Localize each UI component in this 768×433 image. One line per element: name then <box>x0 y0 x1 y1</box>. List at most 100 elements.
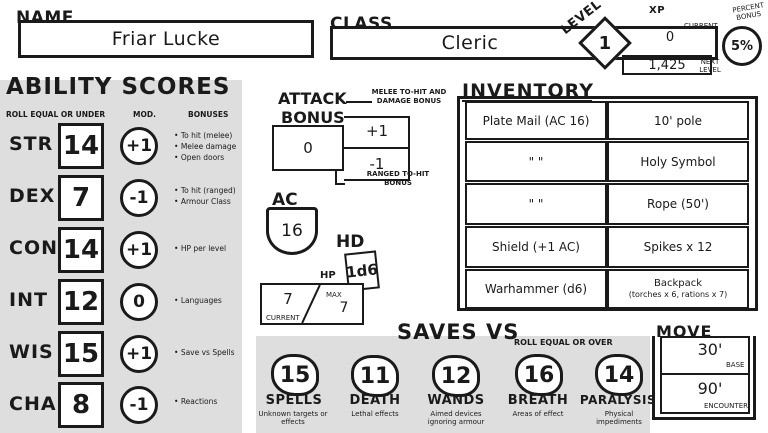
bonus-item: • Languages <box>174 296 222 305</box>
level-value: 1 <box>598 32 612 54</box>
move-frame <box>652 336 756 420</box>
xp-next-label: Next Level <box>699 58 721 75</box>
hp-label: HP <box>320 270 336 281</box>
inventory-slot[interactable]: " " <box>465 183 607 225</box>
class-field-extension <box>608 26 718 60</box>
hp-current-field[interactable]: 7 <box>283 290 293 308</box>
ability-mod-field[interactable]: -1 <box>120 386 158 424</box>
ability-name: Con <box>9 237 58 259</box>
inventory-slot[interactable]: " " <box>465 141 607 182</box>
ability-row-wis: Wis 15 +1 • Save vs Spells <box>0 327 242 379</box>
ability-bonuses: • HP per level <box>174 243 226 254</box>
ac-label: AC <box>272 190 298 210</box>
ability-score-field[interactable]: 14 <box>58 123 104 169</box>
ability-row-con: Con 14 +1 • HP per level <box>0 223 242 275</box>
ability-mod-field[interactable]: +1 <box>120 231 158 269</box>
hp-max-field[interactable]: 7 <box>339 300 349 316</box>
saves-subtitle: Roll equal or over <box>514 338 613 347</box>
bonus-item: • To hit (ranged) <box>174 186 236 195</box>
save-breath-field[interactable]: 16 <box>515 354 563 396</box>
save-death-label: Death <box>349 393 401 408</box>
ability-score-field[interactable]: 7 <box>58 175 104 221</box>
hd-label: HD <box>336 232 365 252</box>
bonus-item: • Armour Class <box>174 197 231 206</box>
inventory-slot[interactable]: Warhammer (d6) <box>465 269 607 309</box>
save-death-field[interactable]: 11 <box>351 355 399 397</box>
xp-current-label: Current <box>684 22 718 30</box>
save-paralysis-desc: Physical impediments <box>596 410 642 426</box>
ranged-bonus-field[interactable]: -1 <box>369 155 385 173</box>
inventory-slot-backpack[interactable]: Backpack (torches x 6, rations x 7) <box>607 269 749 309</box>
ability-mod-field[interactable]: -1 <box>120 179 158 217</box>
move-base-label: Base <box>726 361 745 369</box>
xp-current-field[interactable]: 0 <box>665 29 675 45</box>
ability-row-dex: Dex 7 -1 • To hit (ranged) • Armour Clas… <box>0 171 242 223</box>
melee-bonus-field[interactable]: +1 <box>365 122 389 140</box>
ability-mod-field[interactable]: 0 <box>120 283 158 321</box>
move-base-field[interactable]: 30' <box>697 339 723 359</box>
ability-row-cha: Cha 8 -1 • Reactions <box>0 379 242 431</box>
bonus-item: • Melee damage <box>174 142 237 151</box>
ability-name: Str <box>9 133 54 155</box>
class-field[interactable]: Cleric <box>330 26 610 60</box>
save-paralysis-label: Paralysis <box>579 393 657 407</box>
attack-title-line2: Bonus <box>281 108 345 127</box>
inventory-slot[interactable]: Shield (+1 AC) <box>465 226 607 268</box>
ability-score-field[interactable]: 8 <box>58 382 104 428</box>
ability-scores-title: Ability Scores <box>6 74 231 100</box>
save-breath-label: Breath <box>507 393 569 408</box>
backpack-label: Backpack <box>653 278 703 289</box>
save-paralysis-field[interactable]: 14 <box>595 354 643 396</box>
bonus-item: • Open doors <box>174 153 225 162</box>
save-spells-label: Spells <box>265 393 323 408</box>
xp-label: XP <box>649 5 666 16</box>
inventory-slot[interactable]: 10' pole <box>607 101 749 140</box>
inventory-frame <box>457 96 758 311</box>
save-spells-desc: Unknown targets or effects <box>258 410 328 426</box>
ability-bonuses: • Reactions <box>174 396 217 407</box>
bonus-item: • Reactions <box>174 397 218 406</box>
ability-bonuses: • To hit (melee) • Melee damage • Open d… <box>174 130 236 163</box>
percent-bonus-label: Percent Bonus <box>731 1 765 23</box>
ability-row-int: Int 12 0 • Languages <box>0 275 242 327</box>
move-divider <box>660 373 750 375</box>
roll-label: Roll equal or under <box>6 110 106 119</box>
attack-bonus-field[interactable]: 0 <box>272 125 344 171</box>
ability-score-field[interactable]: 14 <box>58 227 104 273</box>
inventory-slot[interactable]: Spikes x 12 <box>607 226 749 268</box>
ranged-bonus-label: Ranged to-hit bonus <box>366 170 430 187</box>
ability-row-str: Str 14 +1 • To hit (melee) • Melee damag… <box>0 119 242 171</box>
xp-next-field[interactable]: 1,425 <box>622 55 712 75</box>
save-wands-desc: Aimed devices ignoring armour <box>427 410 485 426</box>
hp-max-label: Max <box>326 291 342 299</box>
save-wands-field[interactable]: 12 <box>432 355 480 397</box>
save-breath-desc: Areas of effect <box>512 410 564 418</box>
ability-mod-field[interactable]: +1 <box>120 127 158 165</box>
bonus-item: • Save vs Spells <box>174 348 235 357</box>
ac-shield-field[interactable]: 16 <box>266 207 318 255</box>
ability-score-field[interactable]: 12 <box>58 279 104 325</box>
save-wands-label: Wands <box>427 393 485 408</box>
inventory-slot[interactable]: Plate Mail (AC 16) <box>465 101 607 140</box>
ability-name: Int <box>9 289 48 311</box>
attack-bonus-title: Attack Bonus <box>278 89 347 127</box>
ability-bonuses: • To hit (ranged) • Armour Class <box>174 185 236 207</box>
ability-name: Wis <box>9 341 54 363</box>
mod-label: Mod. <box>133 110 156 119</box>
melee-bonus-label: Melee to-hit and damage bonus <box>371 88 447 105</box>
saves-title: Saves vs <box>397 320 520 344</box>
hp-current-label: Current <box>266 314 300 322</box>
name-field[interactable]: Friar Lucke <box>18 20 314 58</box>
move-encounter-field[interactable]: 90' <box>697 378 723 398</box>
bonuses-label: Bonuses <box>188 110 229 119</box>
inventory-slot[interactable]: Holy Symbol <box>607 141 749 182</box>
percent-bonus-field[interactable]: 5% <box>722 26 762 66</box>
attack-bracket-mid <box>344 147 410 149</box>
save-death-desc: Lethal effects <box>351 410 399 418</box>
inventory-slot[interactable]: Rope (50') <box>607 183 749 225</box>
ability-score-field[interactable]: 15 <box>58 331 104 377</box>
ability-bonuses: • Save vs Spells <box>174 347 235 358</box>
save-spells-field[interactable]: 15 <box>271 354 319 396</box>
ability-mod-field[interactable]: +1 <box>120 335 158 373</box>
ability-name: Cha <box>9 393 57 415</box>
